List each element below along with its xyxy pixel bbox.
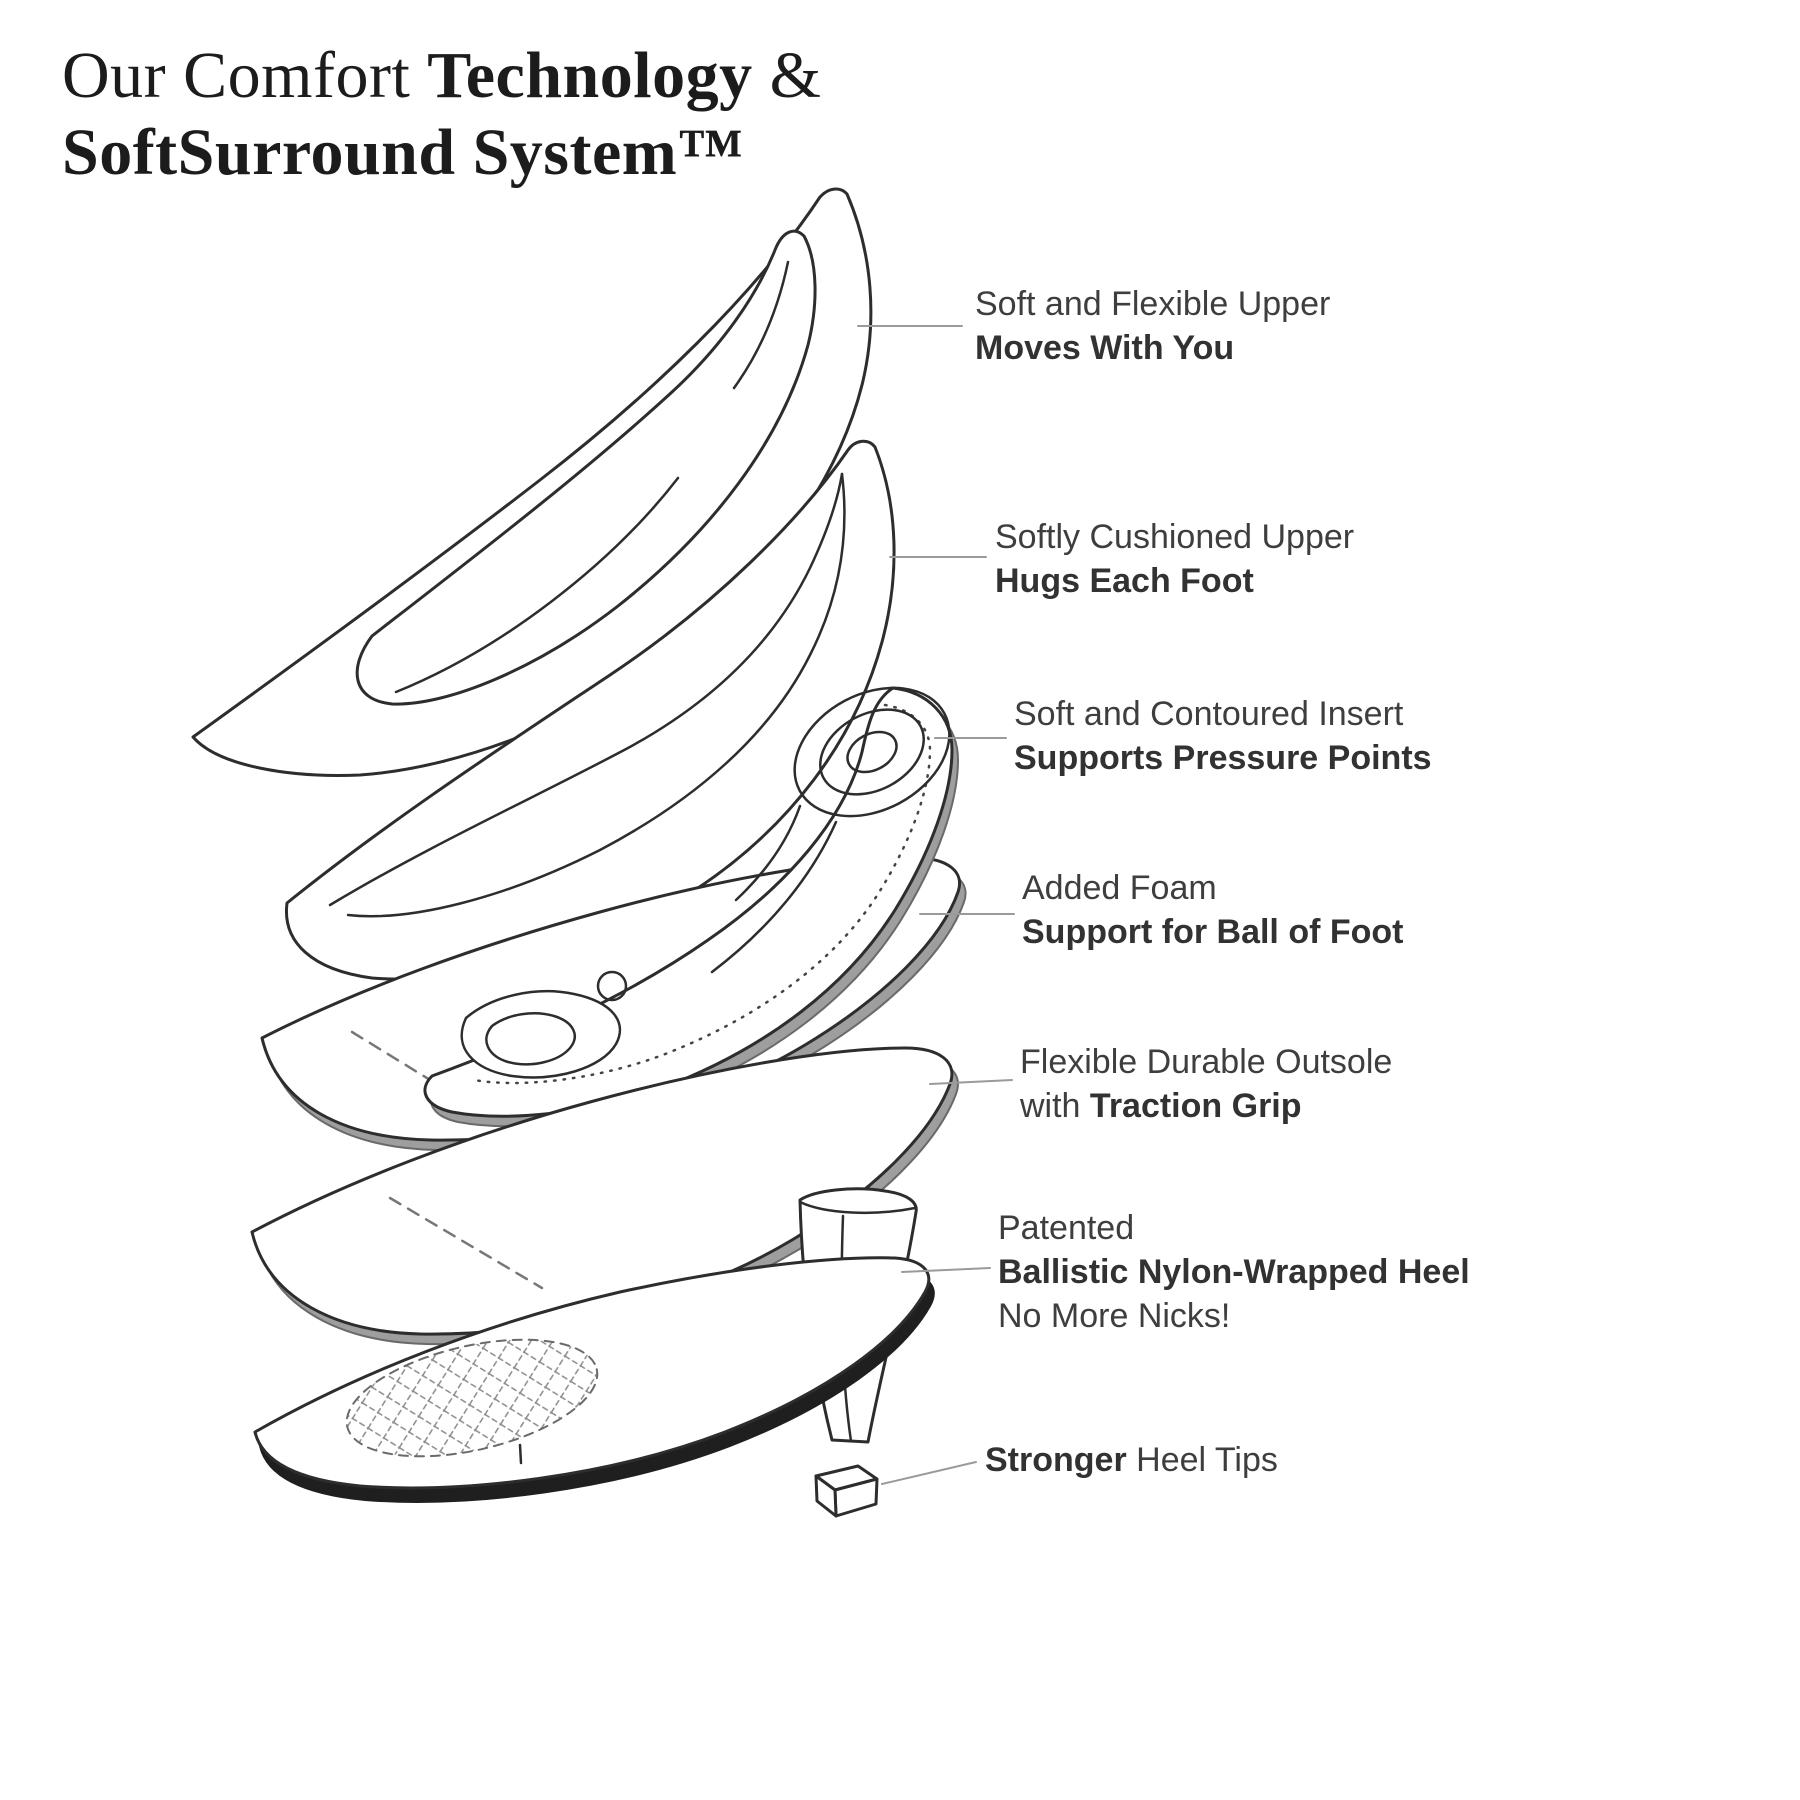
title-line-2: SoftSurround System™	[62, 115, 744, 189]
label-upper-line2: Moves With You	[975, 329, 1235, 367]
label-heel-line2: Ballistic Nylon-Wrapped Heel	[998, 1253, 1470, 1291]
page-title: Our Comfort Technology & SoftSurround Sy…	[62, 38, 821, 191]
label-outsole: Flexible Durable Outsole with Traction G…	[1020, 1040, 1392, 1128]
label-cushioned-upper-line2: Hugs Each Foot	[995, 562, 1254, 600]
label-upper: Soft and Flexible Upper Moves With You	[975, 282, 1330, 370]
label-outsole-line2-bold: Traction Grip	[1089, 1087, 1302, 1125]
label-insert: Soft and Contoured Insert Supports Press…	[1014, 692, 1432, 780]
leader-line-heel-tip	[881, 1461, 977, 1485]
label-heel-tips-regular: Heel Tips	[1126, 1441, 1278, 1479]
leader-line-heel	[901, 1267, 991, 1273]
label-heel-line1: Patented	[998, 1209, 1135, 1247]
label-foam-line1: Added Foam	[1022, 869, 1217, 907]
label-outsole-line2-regular: with	[1020, 1087, 1090, 1125]
upper-shoe-drawing	[191, 187, 873, 777]
leader-lines	[857, 325, 1015, 1485]
leader-line-outsole	[929, 1079, 1013, 1085]
label-foam: Added Foam Support for Ball of Foot	[1022, 866, 1404, 954]
label-insert-line2: Supports Pressure Points	[1014, 739, 1432, 777]
title-bold-text: Technology	[427, 39, 753, 112]
label-cushioned-upper-line1: Softly Cushioned Upper	[995, 518, 1355, 556]
outsole-drawing	[250, 1046, 959, 1346]
label-heel-line3: No More Nicks!	[998, 1297, 1231, 1335]
label-cushioned-upper: Softly Cushioned Upper Hugs Each Foot	[995, 515, 1354, 603]
title-ampersand: &	[752, 39, 822, 112]
heel-tip-drawing	[814, 1464, 879, 1518]
label-heel: Patented Ballistic Nylon-Wrapped Heel No…	[998, 1206, 1470, 1338]
label-heel-tips-bold: Stronger	[985, 1441, 1127, 1479]
label-foam-line2: Support for Ball of Foot	[1022, 913, 1404, 951]
label-outsole-line2: with Traction Grip	[1020, 1084, 1392, 1128]
insert-drawing	[423, 686, 959, 1128]
label-heel-tips: Stronger Heel Tips	[985, 1438, 1278, 1482]
cushioned-upper-drawing	[284, 439, 896, 981]
title-regular-text: Our Comfort	[62, 39, 428, 112]
shoe-bottom-heel-drawing	[253, 1187, 935, 1503]
label-insert-line1: Soft and Contoured Insert	[1014, 695, 1404, 733]
label-outsole-line1: Flexible Durable Outsole	[1020, 1043, 1393, 1081]
title-line-1: Our Comfort Technology &	[62, 38, 821, 115]
label-upper-line1: Soft and Flexible Upper	[975, 285, 1331, 323]
